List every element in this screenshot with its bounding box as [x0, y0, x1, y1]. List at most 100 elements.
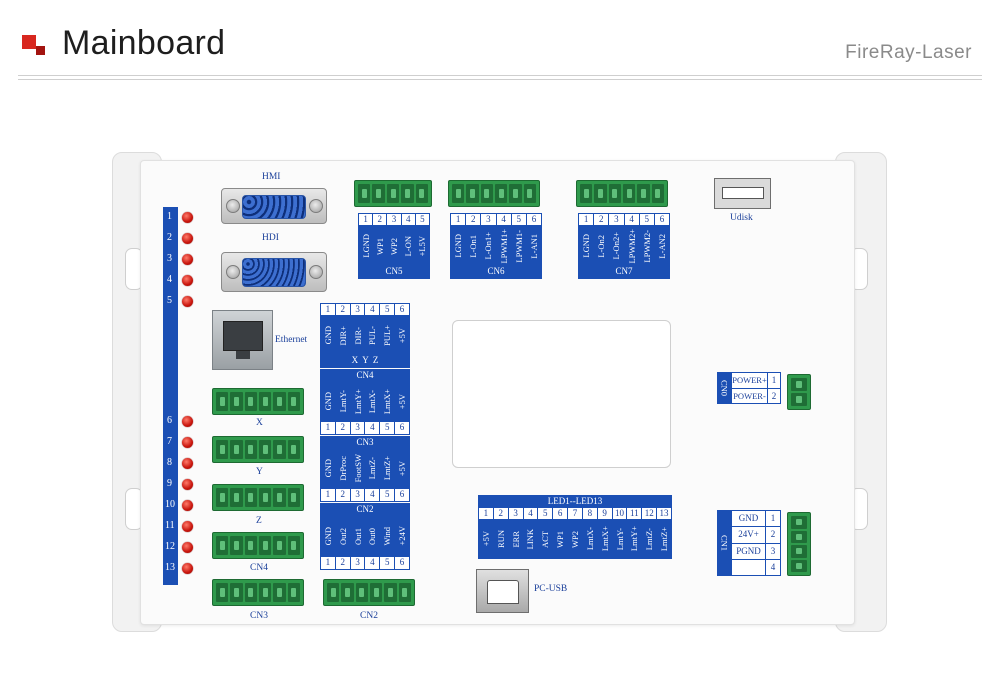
ethernet-port[interactable] — [212, 310, 273, 370]
ethernet-jack — [223, 321, 263, 351]
pin-signal: GND — [322, 326, 333, 345]
pin-number: 5 — [512, 214, 527, 225]
terminal-pin — [244, 583, 257, 602]
pin-signal: L-ON — [403, 235, 414, 257]
xyz-caption: X Y Z — [321, 355, 409, 367]
pin-number: 6 — [399, 304, 405, 314]
pin-signal: LmtX- — [367, 389, 378, 414]
pin-signal: LmtY+ — [352, 388, 363, 415]
pin-number: 6 — [531, 214, 537, 224]
pin-number: 6 — [659, 214, 665, 224]
pin-signal: +5V — [397, 393, 408, 410]
pin-number: 3 — [481, 214, 497, 225]
pin-number: 3 — [351, 422, 366, 434]
pin-number: 4 — [497, 214, 512, 225]
terminal-pin — [230, 440, 243, 459]
status-led — [182, 500, 193, 511]
pc-usb-label: PC-USB — [534, 584, 568, 594]
cn3-caption: CN3 — [321, 437, 409, 449]
pin-signal: L-On1 — [468, 234, 479, 258]
pin-signal: L-On2 — [596, 234, 607, 258]
pin-signal: DIR+ — [337, 325, 348, 346]
pin-signal: LGND — [360, 234, 371, 258]
terminal-pin — [398, 583, 411, 602]
pin-number: 3 — [351, 557, 366, 569]
cn4-caption: CN4 — [321, 370, 409, 382]
terminal-pin — [258, 488, 272, 507]
cn1-signal: PGND — [732, 543, 766, 559]
hmi-connector — [221, 188, 327, 224]
terminal-pin — [244, 440, 257, 459]
pin-signal: RUN — [495, 530, 506, 548]
pin-signal: ACT — [540, 530, 551, 548]
status-led — [182, 479, 193, 490]
terminal-pin — [466, 184, 479, 203]
terminal-pin — [594, 184, 607, 203]
terminal-pin — [358, 184, 371, 203]
terminal-pin — [273, 488, 286, 507]
pin-signal: GND — [322, 526, 333, 546]
pin-number: 5 — [640, 214, 655, 225]
terminal-pin — [384, 583, 397, 602]
terminal-pin — [355, 583, 368, 602]
cn3-terminal-label: CN3 — [250, 611, 268, 621]
pin-signal: Wind — [382, 526, 393, 546]
pin-signal: LmtY+ — [629, 526, 640, 552]
terminal-pin — [287, 583, 300, 602]
cn7-terminal — [576, 180, 668, 207]
header-divider-bottom — [18, 79, 982, 80]
pin-number: 4 — [625, 214, 640, 225]
cn5-terminal — [354, 180, 432, 207]
terminal-pin — [791, 393, 807, 406]
terminal-pin — [216, 488, 229, 507]
page-title: Mainboard — [62, 24, 226, 62]
status-led — [182, 563, 193, 574]
z-terminal-label: Z — [256, 516, 262, 526]
pin-signal: LmtY- — [337, 390, 348, 413]
pin-number: 4 — [524, 508, 539, 519]
hdi-label: HDI — [262, 233, 279, 243]
pin-signal: LGND — [581, 234, 592, 258]
cn0-pin: 1 — [771, 375, 777, 385]
led-number: 3 — [167, 253, 172, 264]
terminal-pin — [791, 545, 807, 558]
hdi-screw-right — [309, 265, 323, 279]
pin-number: 5 — [380, 422, 396, 434]
cn5-caption: CN5 — [359, 266, 429, 278]
pc-usb-port[interactable] — [476, 569, 529, 613]
pin-number: 6 — [399, 422, 405, 432]
pin-signal: LPWM1- — [513, 229, 524, 263]
hdi-connector — [221, 252, 327, 292]
status-led — [182, 416, 193, 427]
pin-signal: PUL+ — [382, 325, 393, 346]
pin-signal: LmtY- — [614, 527, 625, 551]
hdi-port — [242, 258, 306, 287]
hmi-label: HMI — [262, 172, 281, 182]
led-number: 1 — [167, 211, 172, 222]
pin-signal: LmtX+ — [599, 526, 610, 552]
terminal-pin — [244, 536, 257, 555]
status-led — [182, 275, 193, 286]
led-number: 6 — [167, 415, 172, 426]
udisk-port[interactable] — [714, 178, 771, 209]
terminal-pin — [258, 392, 272, 411]
terminal-pin — [258, 440, 272, 459]
terminal-pin — [341, 583, 354, 602]
led-strip — [163, 207, 178, 585]
pin-signal: Out2 — [337, 527, 348, 545]
cn1-signal — [732, 559, 766, 575]
pc-usb-opening — [487, 580, 519, 604]
pin-signal: +5V — [397, 327, 408, 344]
pin-number: 3 — [609, 214, 625, 225]
terminal-pin — [791, 378, 807, 391]
cn1-table: CN1 GND 1 24V+ 2 PGND 3 4 — [717, 510, 781, 576]
led-number: 10 — [165, 499, 175, 510]
terminal-pin — [415, 184, 429, 203]
pin-number: 4 — [365, 557, 381, 569]
pin-signal: PUL- — [367, 326, 378, 345]
terminal-pin — [608, 184, 621, 203]
pin-number: 7 — [568, 508, 583, 519]
pin-number: 3 — [351, 304, 366, 315]
